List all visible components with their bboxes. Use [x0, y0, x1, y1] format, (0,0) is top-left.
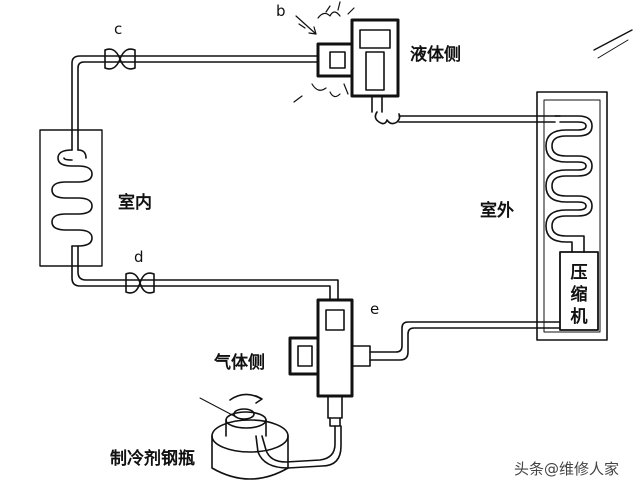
label-compressor: 压 缩 机	[562, 262, 596, 328]
charging-hose	[261, 425, 336, 463]
outdoor-unit	[536, 91, 608, 341]
label-valve-d: d	[134, 248, 144, 266]
label-gas-side: 气体侧	[214, 353, 265, 373]
label-indoor: 室内	[118, 193, 152, 213]
valve-e	[288, 298, 371, 427]
liquid-line-coil	[374, 111, 561, 125]
label-valve-c: c	[114, 20, 123, 38]
pipe-bottom-inner	[77, 245, 339, 301]
label-valve-e: e	[370, 300, 380, 318]
watermark: 头条@维修人家	[514, 460, 620, 478]
compressor-line-1: 压	[570, 263, 588, 283]
compressor-line-2: 缩	[570, 285, 588, 305]
pipe-top-inner	[77, 61, 319, 151]
compressor-line-3: 机	[570, 307, 588, 327]
refrigerant-bottle-drawing	[211, 393, 289, 480]
pipe-bottom	[71, 245, 331, 301]
indoor-coil	[39, 129, 103, 267]
label-outdoor: 室外	[480, 201, 514, 221]
release-marks	[293, 1, 355, 103]
label-valve-b: b	[276, 2, 286, 20]
valve-b	[316, 18, 400, 113]
pipe-top	[71, 55, 319, 151]
label-liquid-side: 液体侧	[410, 45, 461, 65]
label-refrigerant-bottle: 制冷剂钢瓶	[110, 449, 195, 469]
valve-d-coupling	[125, 272, 155, 294]
gas-line	[369, 321, 561, 353]
valve-c-coupling	[104, 48, 136, 70]
